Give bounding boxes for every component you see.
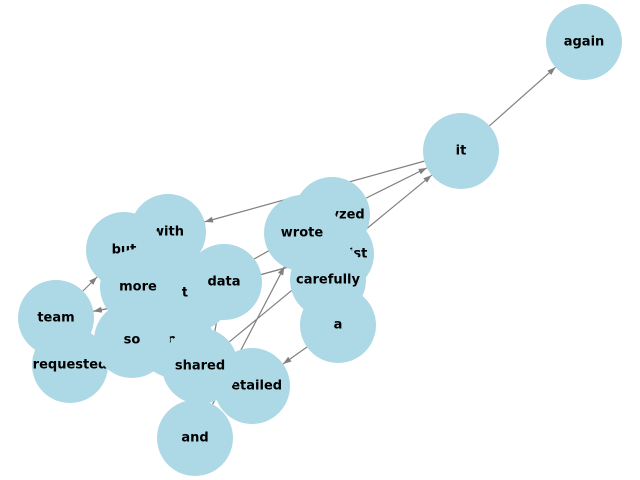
node-circle [32, 327, 108, 403]
node-a: a [300, 287, 376, 363]
node-it: it [423, 113, 499, 189]
node-circle [300, 287, 376, 363]
node-label: it [456, 144, 467, 159]
node-wrote: wrote [264, 195, 340, 271]
node-requested: requested [32, 327, 108, 403]
edge-it-to-again [489, 66, 556, 127]
node-shared: shared [162, 328, 238, 404]
node-label: so [124, 333, 141, 348]
nodes-layer: thescientistcarefullyanalyzeddataandwrot… [18, 4, 622, 476]
node-label: shared [175, 359, 225, 374]
node-circle [157, 400, 233, 476]
node-label: carefully [296, 273, 361, 288]
node-circle [186, 244, 262, 320]
node-circle [94, 302, 170, 378]
node-label: wrote [281, 226, 324, 241]
edge-team-to-but [82, 276, 98, 292]
node-label: team [37, 311, 74, 326]
node-label: a [334, 318, 343, 333]
node-label: again [564, 35, 605, 50]
node-circle [264, 195, 340, 271]
node-circle [162, 328, 238, 404]
node-label: requested [33, 358, 108, 373]
node-label: and [181, 431, 208, 446]
edge-analyzed-to-it [365, 167, 428, 199]
node-again: again [546, 4, 622, 80]
node-circle [546, 4, 622, 80]
node-label: data [207, 275, 240, 290]
edge-a-to-detailed [282, 346, 308, 365]
node-data: data [186, 244, 262, 320]
node-label: detailed [222, 379, 282, 394]
node-circle [423, 113, 499, 189]
node-so: so [94, 302, 170, 378]
node-and: and [157, 400, 233, 476]
node-label: with [152, 225, 184, 240]
node-label: more [119, 280, 157, 295]
